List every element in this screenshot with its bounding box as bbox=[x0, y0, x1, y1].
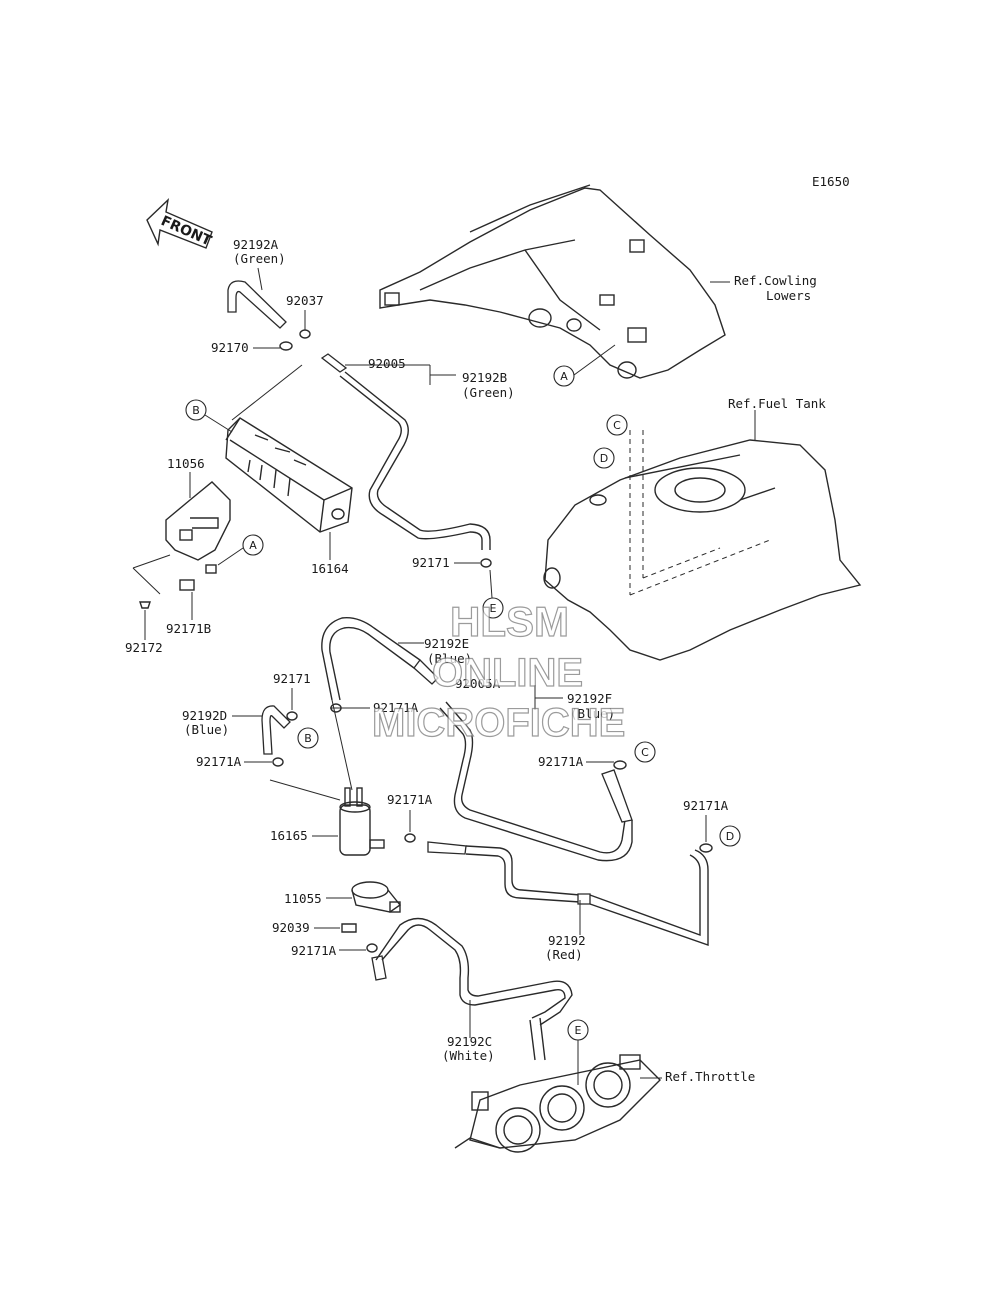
ref-cowling-lowers-label: Lowers bbox=[766, 288, 811, 303]
fuel-tank-illustration bbox=[543, 439, 862, 661]
part-92005-label: 92005 bbox=[368, 356, 406, 371]
part-92192D-color: (Blue) bbox=[184, 722, 229, 737]
svg-text:B: B bbox=[304, 732, 312, 745]
part-92171-top-label: 92171 bbox=[412, 555, 450, 570]
diagram-code: E1650 bbox=[812, 174, 850, 189]
cowling-lowers-illustration bbox=[379, 184, 726, 379]
svg-text:D: D bbox=[600, 452, 608, 465]
part-92192F-color: (Blue) bbox=[570, 706, 615, 721]
part-92171-mid-label: 92171 bbox=[273, 671, 311, 686]
callout-b-canister bbox=[185, 399, 207, 421]
part-92192E-label: 92192E bbox=[424, 636, 469, 651]
filter-16165 bbox=[339, 787, 385, 856]
bracket-11055 bbox=[351, 881, 402, 913]
part-92192B-color: (Green) bbox=[462, 385, 515, 400]
part-92192D-label: 92192D bbox=[182, 708, 227, 723]
callout-a-bracket bbox=[242, 534, 264, 556]
callout-d-tank bbox=[593, 447, 615, 469]
front-arrow-label: FRONT bbox=[158, 213, 214, 250]
watermark-microfiche: MICROFICHE bbox=[372, 701, 625, 745]
part-92192-color: (Red) bbox=[545, 947, 583, 962]
part-92171A-b-label: 92171A bbox=[373, 700, 419, 715]
callout-c-hose bbox=[634, 741, 656, 763]
callout-d-hose bbox=[719, 825, 741, 847]
bracket-11056 bbox=[165, 481, 231, 574]
svg-text:E: E bbox=[575, 1024, 582, 1037]
part-16164-label: 16164 bbox=[311, 561, 349, 576]
part-92171A-d-label: 92171A bbox=[538, 754, 584, 769]
part-16165-label: 16165 bbox=[270, 828, 308, 843]
callout-b-hose bbox=[297, 727, 319, 749]
svg-text:C: C bbox=[613, 419, 621, 432]
svg-text:B: B bbox=[192, 404, 200, 417]
svg-text:A: A bbox=[249, 539, 257, 552]
front-arrow-icon: FRONT bbox=[146, 198, 214, 250]
svg-text:D: D bbox=[726, 830, 734, 843]
part-92192C-color: (White) bbox=[442, 1048, 495, 1063]
ref-fuel-tank-label: Ref.Fuel Tank bbox=[728, 396, 826, 411]
part-92192F-label: 92192F bbox=[567, 691, 612, 706]
svg-text:E: E bbox=[490, 602, 497, 615]
part-92171A-a-label: 92171A bbox=[196, 754, 242, 769]
part-92037-label: 92037 bbox=[286, 293, 324, 308]
throttle-body-illustration bbox=[454, 1054, 661, 1153]
part-92171A-e-label: 92171A bbox=[683, 798, 729, 813]
part-92192B-label: 92192B bbox=[462, 370, 507, 385]
canister-16164 bbox=[225, 417, 353, 533]
part-92171B-label: 92171B bbox=[166, 621, 211, 636]
part-92192E-color: (Blue) bbox=[427, 651, 472, 666]
part-92192A-label: 92192A bbox=[233, 237, 279, 252]
ref-cowling-label: Ref.Cowling bbox=[734, 273, 817, 288]
ref-throttle-label: Ref.Throttle bbox=[665, 1069, 755, 1084]
part-92039-label: 92039 bbox=[272, 920, 310, 935]
svg-text:C: C bbox=[641, 746, 649, 759]
watermark-hlsm: HLSM bbox=[450, 598, 569, 645]
part-11055-label: 11055 bbox=[284, 891, 322, 906]
part-92192C-label: 92192C bbox=[447, 1034, 492, 1049]
part-11056-label: 11056 bbox=[167, 456, 205, 471]
svg-text:A: A bbox=[560, 370, 568, 383]
part-92192A-color: (Green) bbox=[233, 251, 286, 266]
watermark-online: ONLINE bbox=[432, 651, 583, 695]
part-92192-label: 92192 bbox=[548, 933, 586, 948]
part-92171A-c-label: 92171A bbox=[387, 792, 433, 807]
part-92005A-label: 92005A bbox=[455, 676, 501, 691]
part-92171A-f-label: 92171A bbox=[291, 943, 337, 958]
part-92170-label: 92170 bbox=[211, 340, 249, 355]
callout-c-tank bbox=[606, 414, 628, 436]
callout-a-cowling bbox=[553, 365, 575, 387]
part-92172-label: 92172 bbox=[125, 640, 163, 655]
callout-e-hose bbox=[482, 597, 504, 619]
